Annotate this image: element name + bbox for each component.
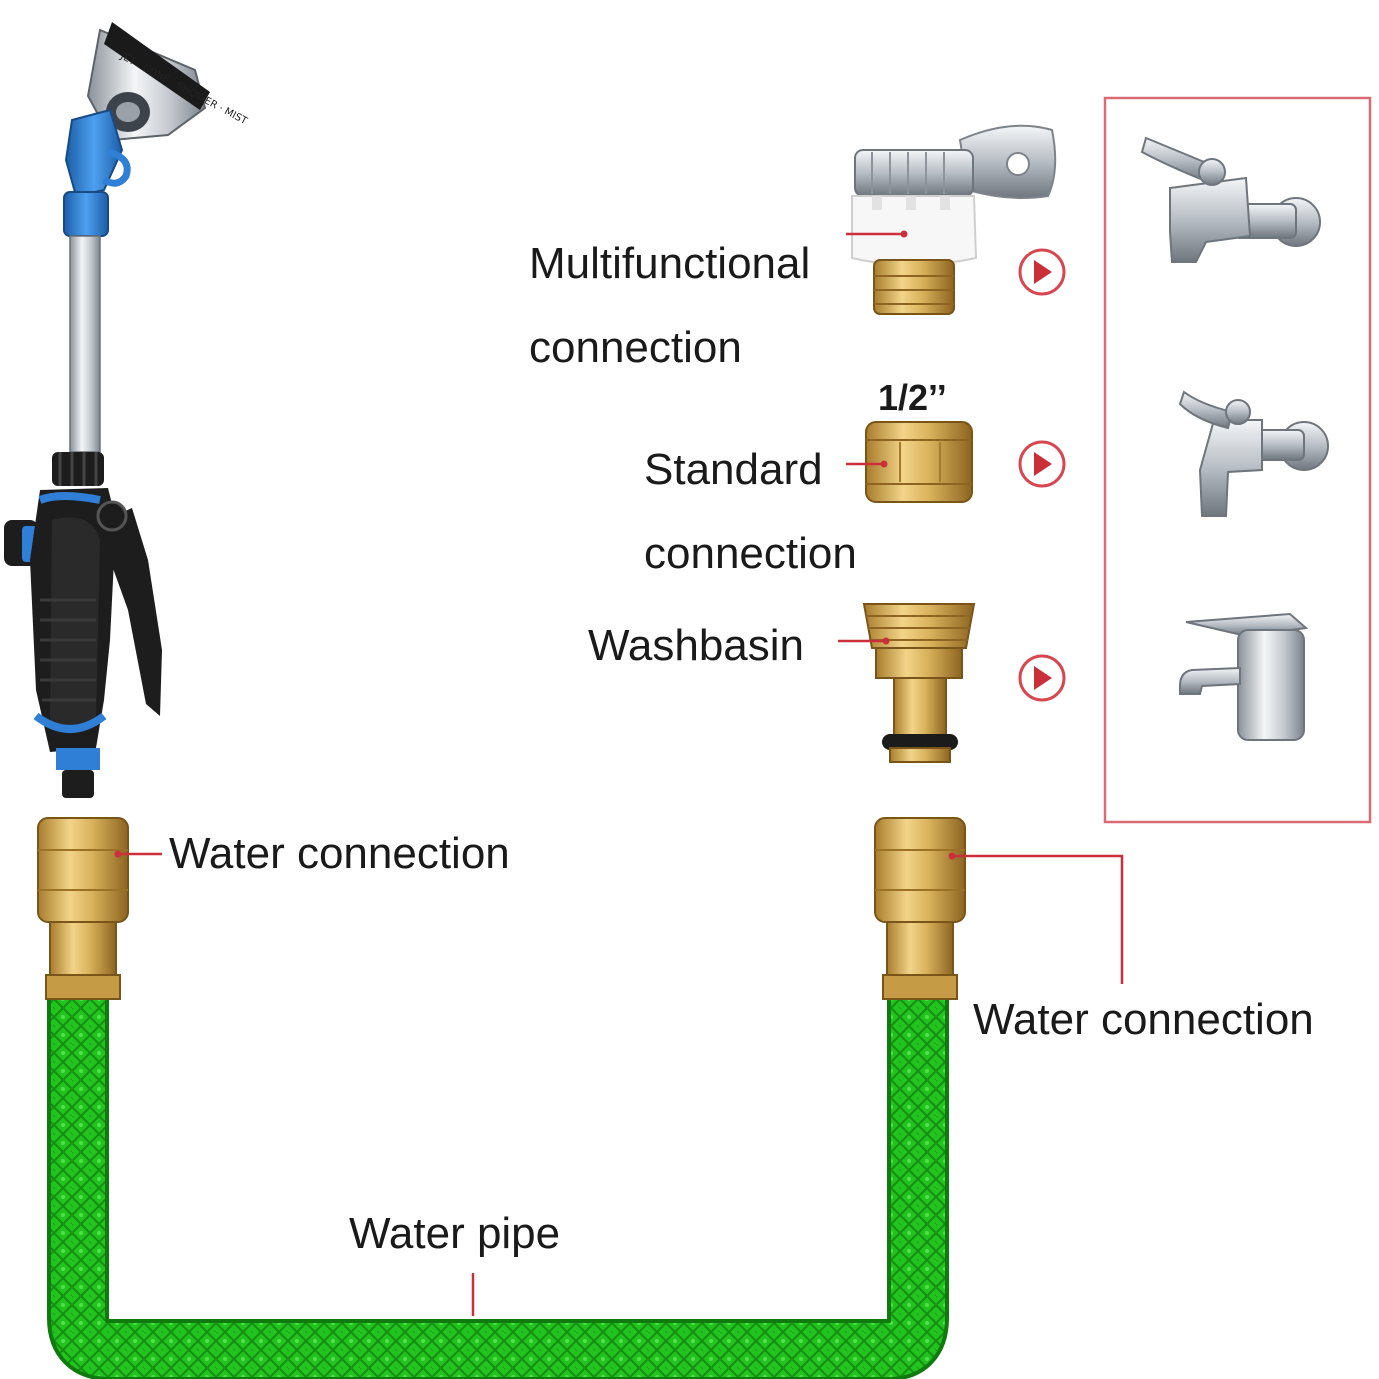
washbasin-label: Washbasin (588, 621, 805, 670)
water-connection-right-label: Water connection (973, 995, 1314, 1044)
standard-connection-label-line1: Standard (644, 445, 823, 494)
multifunctional-connection-label-line1: Multifunctional (529, 239, 811, 288)
wall-faucet-lever-icon (1140, 136, 1321, 263)
standard-connection-label-line2: connection (644, 529, 857, 578)
half-inch-size-label: 1/2’’ (878, 377, 947, 418)
basin-mixer-faucet-icon (1179, 612, 1309, 741)
chevron-right-circle-icon (1018, 248, 1066, 296)
spray-wand: JET · CONE · SHOWER · MIST (4, 22, 250, 798)
multifunctional-adapter-fitting (851, 124, 1057, 315)
multifunctional-connection-label-line2: connection (529, 323, 742, 372)
faucet-options-frame (1103, 96, 1372, 824)
washbasin-connection-fitting (862, 603, 976, 763)
water-connection-right-fitting (874, 817, 966, 1000)
leader-lines (114, 230, 1124, 1316)
water-connection-left-fitting (37, 817, 129, 1000)
chevron-right-circle-icon (1018, 654, 1066, 702)
water-pipe-hose (47, 995, 949, 1379)
wall-faucet-tap-icon (1178, 390, 1329, 517)
water-connection-left-label: Water connection (169, 829, 510, 878)
standard-connection-fitting (865, 421, 973, 503)
chevron-right-circle-icon (1018, 440, 1066, 488)
water-pipe-label: Water pipe (349, 1209, 561, 1258)
